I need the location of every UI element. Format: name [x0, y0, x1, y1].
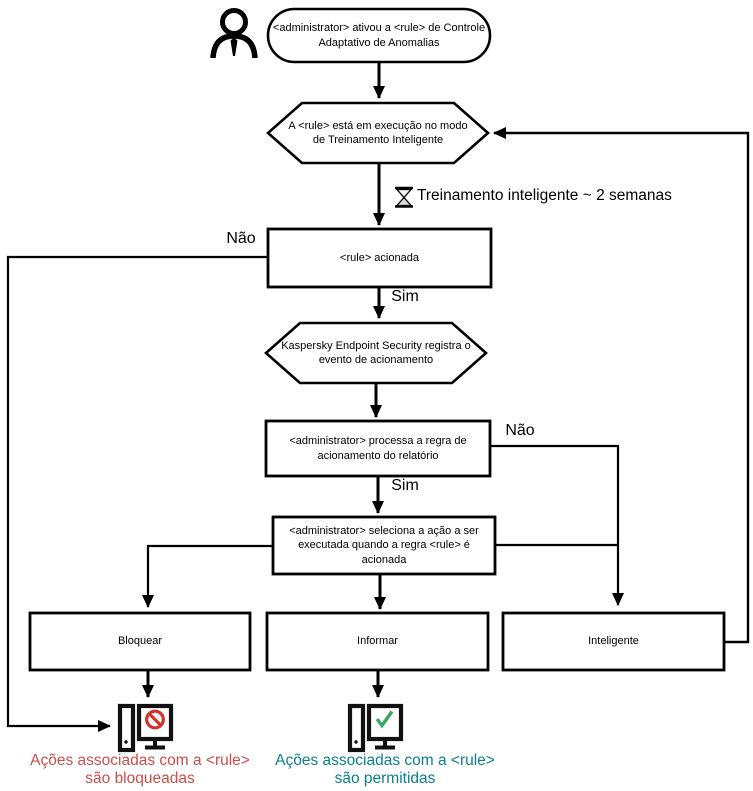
process-report-box — [264, 419, 492, 478]
rule-triggered-label: <rule> acionada — [340, 251, 419, 264]
hourglass-icon — [395, 186, 413, 208]
label-sim-1: Sim — [391, 288, 419, 305]
training-mode-label: A <rule> está em execução no modo de Tre… — [288, 119, 468, 146]
start-node-label: <administrator> ativou a <rule> de Contr… — [272, 22, 486, 49]
arrow-smart-feedback-to-training — [493, 127, 750, 644]
process-report-label: <administrator> processa a regra de acio… — [289, 435, 467, 462]
smart-box — [501, 611, 726, 672]
training-duration-note: Treinamento inteligente ~ 2 semanas — [417, 187, 672, 204]
arrow-select-to-block — [142, 544, 273, 608]
arrow-no-to-blocked-outcome — [6, 255, 268, 732]
computer-allowed-icon — [347, 703, 404, 753]
inform-label: Informar — [357, 635, 398, 648]
select-action-label: <administrator> seleciona a ação a ser e… — [289, 525, 479, 566]
label-sim-2: Sim — [391, 477, 419, 494]
outcome-blocked-text: Ações associadas com a <rule> são bloque… — [30, 752, 250, 787]
start-node-shape — [266, 7, 492, 64]
log-event-label: Kaspersky Endpoint Security registra o e… — [281, 339, 471, 366]
smart-label: Inteligente — [588, 635, 639, 648]
person-icon — [210, 8, 258, 59]
inform-box — [265, 611, 490, 672]
prohibition-icon — [145, 709, 165, 730]
arrow-no-to-smart — [490, 444, 624, 606]
computer-blocked-icon — [117, 703, 174, 753]
block-label: Bloquear — [117, 635, 163, 648]
training-mode-hexagon — [266, 101, 490, 165]
select-action-box — [271, 515, 497, 576]
rule-triggered-box — [266, 227, 493, 289]
block-box — [28, 611, 252, 672]
label-nao-right: Não — [505, 422, 535, 439]
log-event-hexagon — [264, 321, 488, 385]
check-icon — [375, 710, 394, 729]
label-nao-left: Não — [226, 230, 256, 247]
outcome-allowed-text: Ações associadas com a <rule> são permit… — [275, 752, 495, 787]
